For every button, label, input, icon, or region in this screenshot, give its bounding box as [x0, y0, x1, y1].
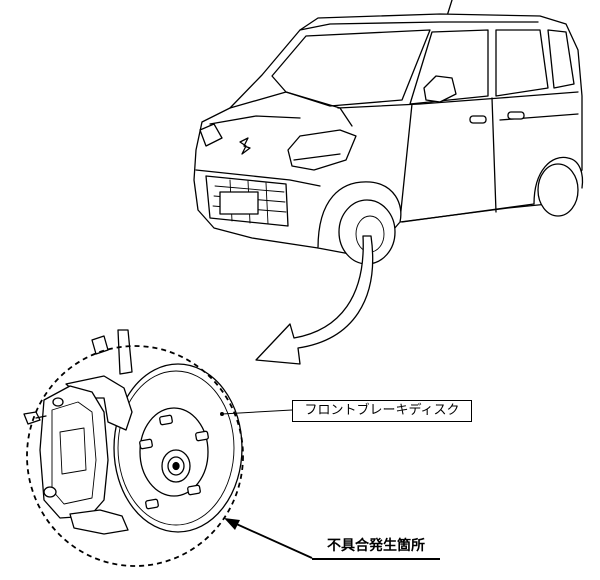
- defect-location-label: 不具合発生箇所: [312, 536, 440, 560]
- curved-arrow: [255, 235, 374, 365]
- part-name-leader: [221, 409, 293, 415]
- magnifier-circle: [26, 345, 244, 567]
- brake-assembly-illustration: [23, 329, 243, 535]
- defect-arrow: [224, 518, 313, 559]
- part-name-leader-dot: [220, 412, 224, 416]
- part-name-label: フロントブレーキディスク: [292, 400, 472, 422]
- car-illustration: [193, 0, 584, 265]
